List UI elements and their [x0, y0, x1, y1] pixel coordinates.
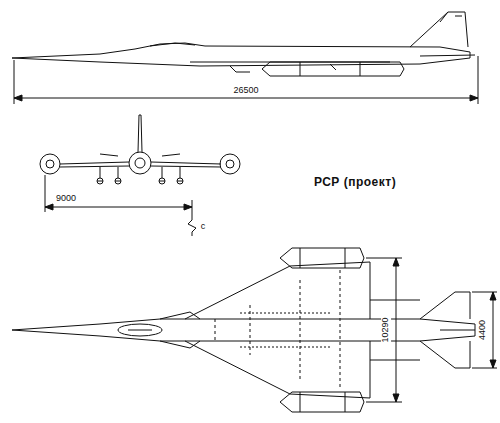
dimension-label: 4400 [478, 318, 488, 342]
dimension-line [45, 175, 196, 236]
dimension-line [472, 292, 497, 368]
section-mark: c [199, 222, 208, 232]
front-view [40, 115, 240, 184]
dimension-label: 26500 [231, 86, 260, 96]
dimension-line [366, 258, 402, 402]
drawing-title: РСР (проект) [312, 176, 398, 189]
dimension-line [14, 56, 478, 104]
side-view [12, 12, 475, 76]
dimension-label: 10290 [381, 315, 391, 344]
plan-view [12, 248, 475, 412]
dimension-label: 9000 [54, 194, 78, 204]
